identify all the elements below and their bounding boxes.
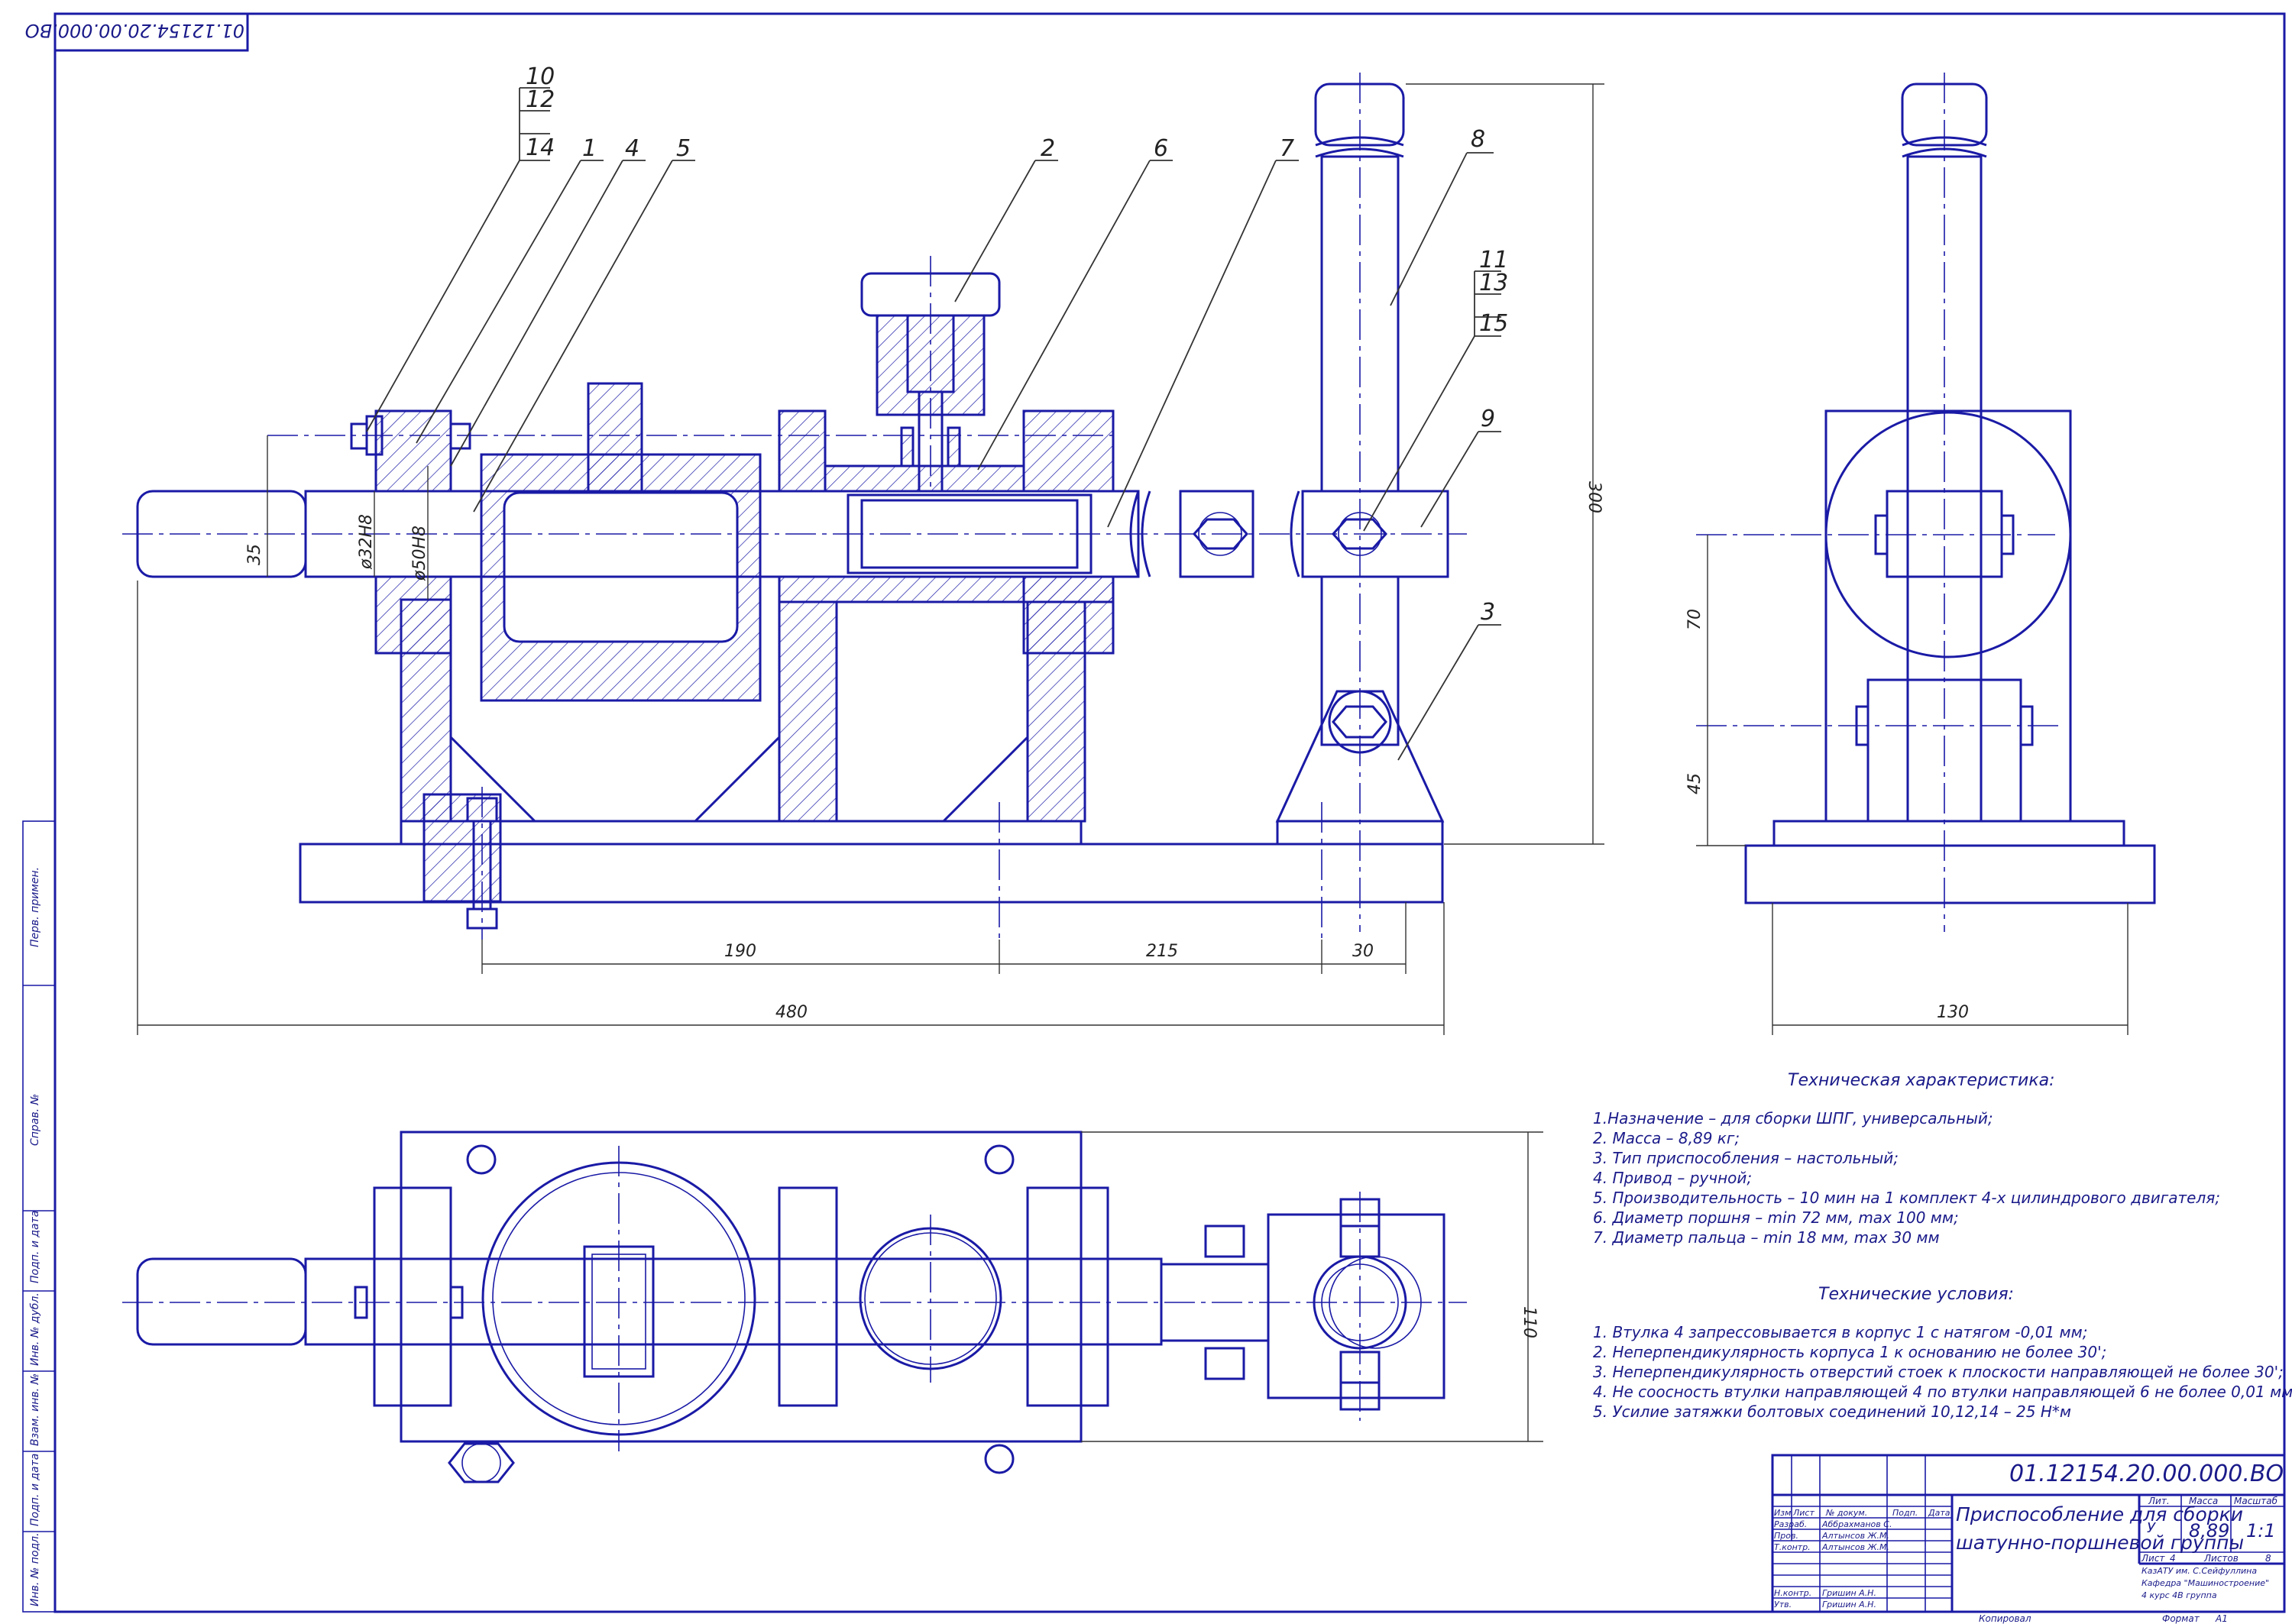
tb-sheets-label: Листов (2204, 1553, 2239, 1564)
tb-prov: Пров. (1774, 1531, 1798, 1541)
tb-format: Формат (2162, 1613, 2200, 1624)
dim-d32: ø32Н8 (357, 514, 376, 570)
tb-massa: Масса (2189, 1496, 2219, 1506)
tech-cond-line-1: 1. Втулка 4 запрессовывается в корпус 1 … (1593, 1323, 2088, 1341)
tb-h-data: Дата (1928, 1508, 1950, 1518)
title-block-lines (1771, 1454, 2286, 1613)
front-view (122, 73, 1467, 940)
tech-cond-line-4: 4. Не соосность втулки направляющей 4 по… (1593, 1383, 2292, 1401)
tb-massa-val: 8,89 (2189, 1520, 2230, 1542)
drawing-code-rotated: 01.12154.20.00.000.ВО (24, 20, 244, 41)
stamp-inv-podl: Инв. № подл. (29, 1532, 41, 1606)
tb-lit-val: У (2147, 1520, 2155, 1536)
stamp-inv-dubl: Инв. № дубл. (29, 1292, 41, 1366)
tech-char-line-3: 3. Тип приспособления – настольный; (1593, 1149, 1899, 1167)
tb-sheet-label: Лист (2141, 1553, 2165, 1564)
tb-razrab-name: Аббрахманов С. (1822, 1519, 1892, 1529)
tech-char-title: Техническая характеристика: (1788, 1071, 2055, 1090)
stamp-podp-data-2: Подп. и дата (29, 1453, 41, 1526)
title-block-name-2: шатунно-поршневой группы (1956, 1532, 2245, 1554)
stamp-sprav: Справ. № (29, 1093, 41, 1146)
position-leaders (366, 87, 1501, 761)
top-view (122, 1131, 1543, 1483)
tb-tkontr-name: Алтынсов Ж.М. (1822, 1542, 1889, 1552)
tb-razrab: Разраб. (1774, 1519, 1808, 1529)
pos-5: 5 (676, 135, 691, 162)
pos-2: 2 (1041, 135, 1055, 162)
tb-masshtab: Масштаб (2234, 1496, 2278, 1506)
pos-4: 4 (625, 135, 639, 162)
tb-prov-name: Алтынсов Ж.М. (1822, 1531, 1889, 1541)
tb-lit: Лит. (2148, 1496, 2170, 1506)
pos-3: 3 (1481, 599, 1495, 626)
code-box-rotated (53, 12, 249, 52)
pos-1: 1 (582, 135, 597, 162)
tb-sheet-val: 4 (2170, 1553, 2176, 1564)
tb-org-1: КазАТУ им. С.Сейфуллина (2141, 1566, 2258, 1576)
pos-7: 7 (1280, 135, 1294, 162)
tb-utv: Утв. (1774, 1600, 1792, 1609)
tech-cond-line-3: 3. Неперпендикулярность отверстий стоек … (1593, 1363, 2284, 1381)
tb-h-doc: № докум. (1826, 1508, 1868, 1518)
tech-char-line-6: 6. Диаметр поршня – min 72 мм, max 100 м… (1593, 1208, 1959, 1227)
side-stamp-frame (22, 820, 56, 1613)
side-view (1696, 73, 2156, 1035)
pos-14: 14 (526, 134, 555, 161)
pos-11: 11 (1479, 247, 1508, 273)
tb-org-3: 4 курс 4В группа (2141, 1590, 2217, 1600)
tech-cond-title: Технические условия: (1818, 1285, 2014, 1304)
dim-480: 480 (775, 1003, 808, 1022)
tb-h-podp: Подп. (1892, 1508, 1918, 1518)
outer-frame (53, 12, 2286, 1613)
title-block-name-1: Приспособление для сборки (1956, 1503, 2243, 1525)
tb-h-list: Лист (1793, 1508, 1814, 1518)
tech-char-line-2: 2. Масса – 8,89 кг; (1593, 1129, 1740, 1147)
dim-d50: ø50Н8 (410, 526, 429, 581)
front-dimensions (137, 83, 1604, 1035)
tech-char-line-5: 5. Производительность – 10 мин на 1 комп… (1593, 1189, 2221, 1207)
pos-9: 9 (1481, 406, 1495, 432)
tech-cond-line-2: 2. Неперпендикулярность корпуса 1 к осно… (1593, 1343, 2107, 1361)
dim-35: 35 (245, 544, 264, 565)
stamp-podp-data-1: Подп. и дата (29, 1210, 41, 1283)
tb-copied: Копировал (1979, 1613, 2031, 1624)
pos-15: 15 (1479, 310, 1508, 337)
tech-cond-line-5: 5. Усилие затяжки болтовых соединений 10… (1593, 1402, 2071, 1421)
tb-org-2: Кафедра "Машиностроение" (2141, 1578, 2270, 1588)
pos-6: 6 (1154, 135, 1168, 162)
dim-110: 110 (1520, 1306, 1539, 1338)
dim-300: 300 (1585, 481, 1604, 513)
tb-utv-name: Гришин А.Н. (1822, 1600, 1876, 1609)
tb-format-val: А1 (2216, 1613, 2228, 1624)
pos-13: 13 (1479, 270, 1508, 296)
dim-30: 30 (1352, 942, 1374, 961)
title-block-code: 01.12154.20.00.000.ВО (2009, 1461, 2284, 1487)
tb-masshtab-val: 1:1 (2246, 1520, 2276, 1542)
dim-45: 45 (1685, 773, 1704, 794)
dim-70: 70 (1685, 609, 1704, 630)
dim-215: 215 (1146, 942, 1178, 961)
tb-nkontr-name: Гришин А.Н. (1822, 1588, 1876, 1598)
dim-190: 190 (724, 942, 756, 961)
dim-130: 130 (1937, 1003, 1969, 1022)
pos-12: 12 (526, 86, 555, 113)
tb-sheets-val: 8 (2265, 1553, 2271, 1564)
tech-char-line-1: 1.Назначение – для сборки ШПГ, универсал… (1593, 1109, 1993, 1127)
pos-10: 10 (526, 63, 555, 90)
tech-char-line-4: 4. Привод – ручной; (1593, 1169, 1753, 1187)
stamp-perv-primen: Перв. примен. (29, 866, 41, 947)
stamp-vzam-inv: Взам. инв. № (29, 1373, 41, 1446)
tb-tkontr: Т.контр. (1774, 1542, 1811, 1552)
tb-h-izm: Изм (1774, 1508, 1792, 1518)
pos-8: 8 (1471, 126, 1485, 153)
tb-nkontr: Н.контр. (1774, 1588, 1812, 1598)
tech-char-line-7: 7. Диаметр пальца – min 18 мм, max 30 мм (1593, 1228, 1940, 1247)
